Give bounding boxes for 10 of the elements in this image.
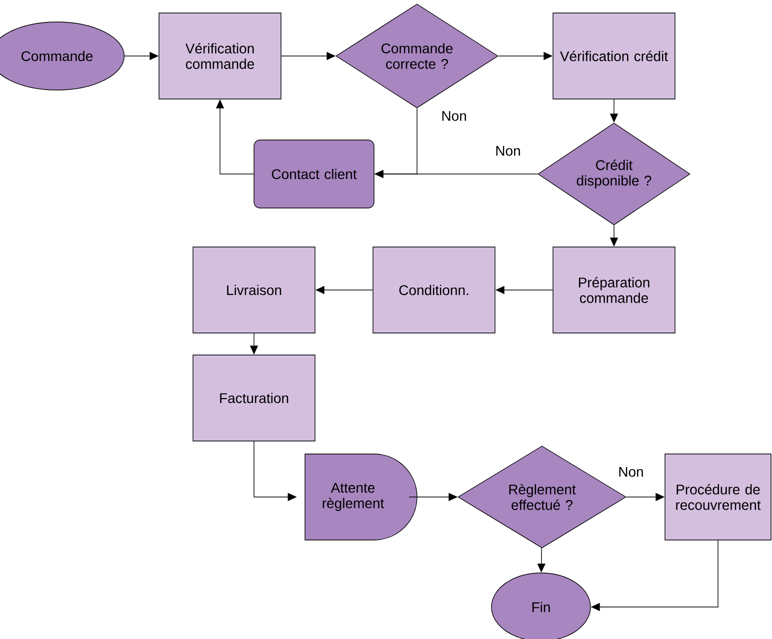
process-box: Livraison [192, 246, 316, 334]
process-box: Facturation [192, 354, 316, 442]
edge-label: Non [494, 145, 522, 157]
process-box: Contact client [254, 140, 374, 208]
process-box: Conditionn. [372, 246, 496, 334]
process-box: Vérification crédit [552, 12, 676, 100]
edge-label: Non [440, 110, 468, 122]
process-box: Procédure de recouvrement [664, 454, 772, 540]
process-box: Préparation commande [552, 246, 676, 334]
process-box: Vérification commande [158, 12, 282, 100]
